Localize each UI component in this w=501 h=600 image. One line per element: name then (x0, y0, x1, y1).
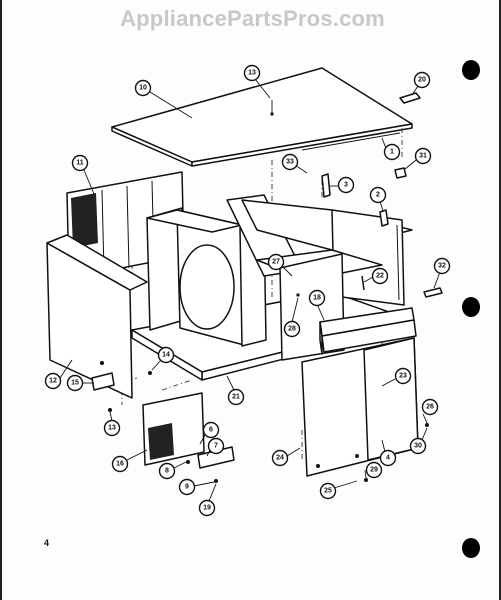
watermark: AppliancePartsPros.com (120, 6, 385, 31)
callout-28: 28 (288, 326, 296, 333)
hardware (91, 361, 429, 483)
callout-11: 11 (76, 160, 84, 167)
callout-4: 4 (386, 455, 390, 462)
callouts: 10 13 20 1 11 33 3 (44, 64, 451, 517)
part-3 (321, 173, 331, 198)
callout-20: 20 (418, 77, 426, 84)
callout-13-bottom: 13 (108, 425, 116, 432)
callout-19: 19 (203, 505, 211, 512)
part-2 (379, 209, 389, 227)
binder-hole-bottom (462, 538, 480, 558)
part-32 (423, 287, 443, 298)
callout-7: 7 (214, 443, 218, 450)
callout-22: 22 (376, 273, 384, 280)
callout-30: 30 (414, 443, 422, 450)
callout-23: 23 (399, 373, 407, 380)
part-31 (394, 167, 407, 179)
front-rail-18 (319, 307, 417, 355)
front-grille-16 (142, 392, 205, 466)
part-20 (399, 92, 421, 104)
callout-21: 21 (232, 394, 240, 401)
callout-18: 18 (313, 295, 321, 302)
callout-16: 16 (116, 461, 124, 468)
callout-8: 8 (165, 468, 169, 475)
binder-hole-top (462, 60, 480, 80)
top-cover (111, 67, 413, 167)
callout-31: 31 (419, 153, 427, 160)
left-side-panel (46, 234, 148, 399)
callout-6: 6 (209, 427, 213, 434)
callout-29: 29 (370, 467, 378, 474)
callout-9: 9 (185, 484, 189, 491)
callout-26: 26 (426, 404, 434, 411)
callout-3: 3 (344, 182, 348, 189)
callout-32: 32 (438, 263, 446, 270)
callout-15: 15 (71, 380, 79, 387)
callout-2: 2 (376, 192, 380, 199)
callout-33: 33 (286, 159, 294, 166)
callout-10: 10 (139, 85, 147, 92)
front-panel (301, 337, 419, 477)
callout-27: 27 (272, 259, 280, 266)
callout-1: 1 (390, 149, 394, 156)
callout-25: 25 (324, 488, 332, 495)
callout-12: 12 (49, 378, 57, 385)
callout-14: 14 (162, 352, 170, 359)
page-number: 4 (44, 538, 50, 548)
callout-24: 24 (276, 455, 284, 462)
part-22 (361, 275, 365, 291)
callout-13: 13 (248, 70, 256, 77)
binder-hole-middle (462, 297, 480, 317)
